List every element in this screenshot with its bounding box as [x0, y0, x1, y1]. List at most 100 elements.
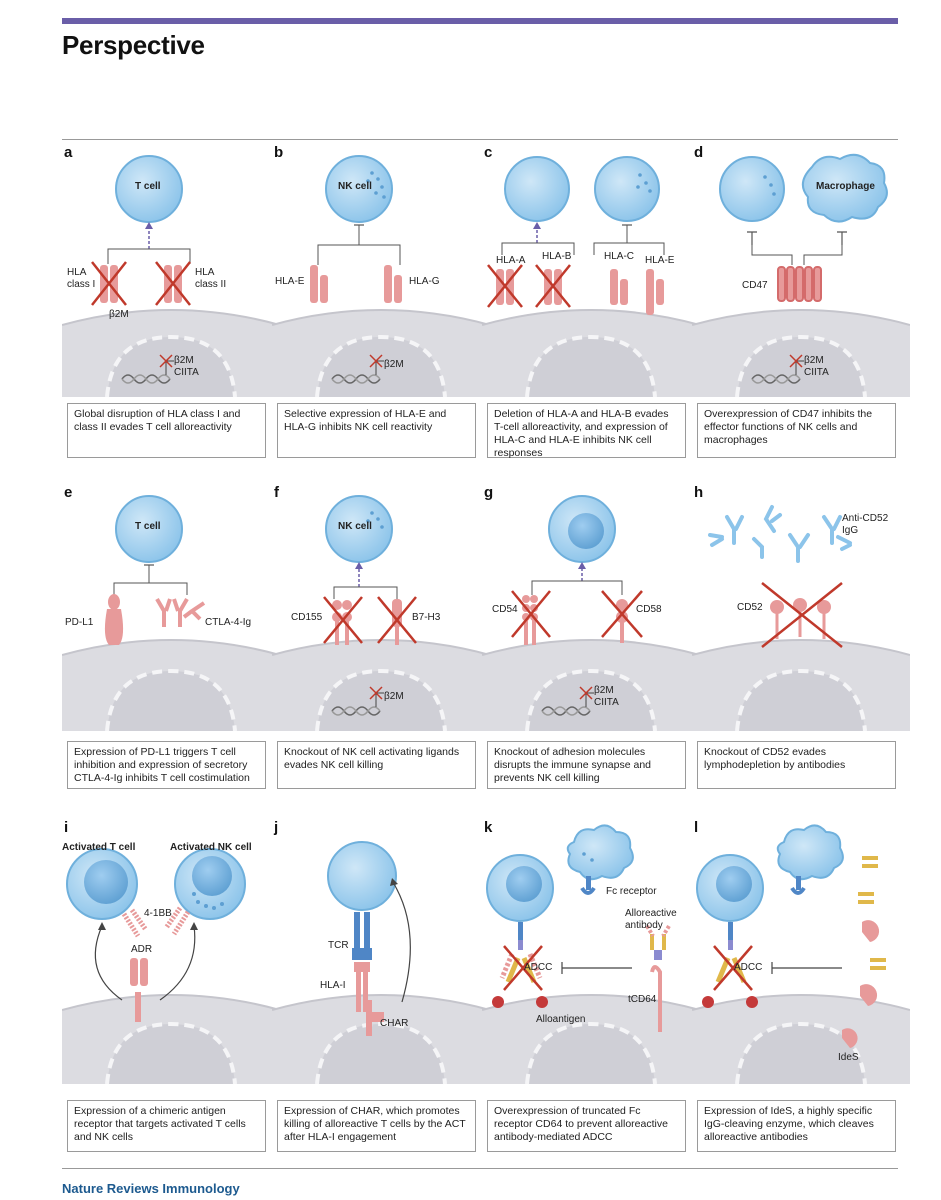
header-rule: [62, 18, 898, 24]
panel-g: g CD54 CD58 β2M CIITA Knockout of adhesi…: [482, 484, 700, 797]
alloreactive-label-2: antibody: [625, 920, 663, 931]
panel-i-figure: [62, 848, 280, 1085]
char-label: CHAR: [380, 1018, 409, 1029]
gene-ciita-label: CIITA: [804, 367, 829, 378]
adr-label: ADR: [131, 944, 153, 955]
tcd64-label: tCD64: [628, 994, 657, 1005]
panel-h-figure: [692, 505, 910, 732]
panel-caption: Global disruption of HLA class I and cla…: [67, 403, 266, 458]
footer-divider: [62, 1168, 898, 1169]
macrophage-label: Macrophage: [816, 181, 875, 192]
pd-l1-label: PD-L1: [65, 617, 94, 628]
hla-i-label: HLA-I: [320, 980, 346, 991]
panel-c: c HLA-A HLA-B HLA-C HLA-E Deletion of HL…: [482, 144, 700, 467]
section-title: Perspective: [62, 30, 205, 60]
panel-e: e T cell PD-L1 CTLA-4-Ig Expression of P…: [62, 484, 280, 797]
panel-letter: i: [64, 819, 69, 836]
alloantigen-label: Alloantigen: [536, 1014, 586, 1025]
panel-letter: l: [694, 819, 699, 836]
igg-label: IgG: [842, 525, 859, 536]
cell-label: NK cell: [338, 521, 372, 532]
hla-class1-label-b: class I: [67, 279, 96, 290]
panel-letter: a: [64, 144, 73, 161]
panel-caption: Overexpression of truncated Fc receptor …: [487, 1100, 686, 1152]
panel-letter: f: [274, 484, 279, 501]
panel-k: k Fc receptor Alloreactive antibody ADCC…: [482, 819, 700, 1162]
cell-label: NK cell: [338, 181, 372, 192]
cd52-label: CD52: [737, 602, 763, 613]
cd54-label: CD54: [492, 604, 518, 615]
hla-g-label: HLA-G: [409, 276, 440, 287]
panel-j-figure: [272, 841, 490, 1085]
panel-caption: Knockout of NK cell activating ligands e…: [277, 741, 476, 789]
fc-receptor-label: Fc receptor: [606, 886, 657, 897]
panel-letter: b: [274, 144, 284, 161]
cd58-label: CD58: [636, 604, 662, 615]
panel-caption: Knockout of adhesion molecules disrupts …: [487, 741, 686, 789]
4-1bb-label: 4-1BB: [144, 908, 172, 919]
hla-class2-label-b: class II: [195, 279, 227, 290]
panel-f-figure: [272, 495, 490, 732]
gene-b2m-label: β2M: [174, 355, 194, 366]
hla-b-label: HLA-B: [542, 251, 572, 262]
panel-d-figure: [692, 153, 910, 398]
panel-f: f NK cell CD155 B7-H3 β2M Knockout of NK…: [272, 484, 490, 797]
adcc-label: ADCC: [734, 962, 763, 973]
hla-e-label: HLA-E: [275, 276, 305, 287]
hla-a-label: HLA-A: [496, 255, 526, 266]
panel-letter: c: [484, 144, 493, 161]
cd47-label: CD47: [742, 280, 768, 291]
panel-g-figure: [482, 495, 700, 732]
cell-label: T cell: [135, 521, 161, 532]
activated-nk-cell-label: Activated NK cell: [170, 842, 252, 853]
gene-ciita-label: CIITA: [594, 697, 619, 708]
journal-name: Nature Reviews Immunology: [62, 1181, 240, 1196]
panel-letter: j: [274, 819, 279, 836]
panel-caption: Selective expression of HLA-E and HLA-G …: [277, 403, 476, 458]
activated-t-cell-label: Activated T cell: [62, 842, 136, 853]
hla-e-label: HLA-E: [645, 255, 675, 266]
alloreactive-label-1: Alloreactive: [625, 908, 677, 919]
hla-c-label: HLA-C: [604, 251, 635, 262]
panel-a: a T cell HLA class I HLA class II β2M β2…: [62, 144, 280, 467]
panel-d: d Macrophage CD47 β2M CIITA Overexpressi…: [692, 144, 910, 467]
panel-j: j TCR HLA-I CHAR Expression of CHAR, whi…: [272, 819, 490, 1162]
panel-caption: Expression of IdeS, a highly specific Ig…: [697, 1100, 896, 1152]
panel-l-figure: [692, 824, 910, 1085]
panel-letter: h: [694, 484, 704, 501]
panel-e-figure: [62, 495, 280, 732]
panel-i: i Activated T cell Activated NK cell 4-1…: [62, 819, 280, 1162]
panel-caption: Expression of PD-L1 triggers T cell inhi…: [67, 741, 266, 789]
header-divider: [62, 139, 898, 140]
panel-h: h Anti-CD52 IgG CD52 Knockout of CD52 ev…: [692, 484, 910, 797]
gene-b2m-label: β2M: [384, 691, 404, 702]
panel-b-figure: [272, 155, 490, 398]
gene-b2m-label: β2M: [594, 685, 614, 696]
panel-letter: g: [484, 484, 494, 501]
tcr-label: TCR: [328, 940, 349, 951]
panel-letter: e: [64, 484, 73, 501]
gene-b2m-label: β2M: [804, 355, 824, 366]
panel-c-figure: [482, 156, 700, 398]
adcc-label: ADCC: [524, 962, 553, 973]
gene-b2m-label: β2M: [384, 359, 404, 370]
panel-letter: k: [484, 819, 493, 836]
panel-l: l ADCC IdeS Expression of IdeS, a highly…: [692, 819, 910, 1162]
panel-caption: Knockout of CD52 evades lymphodepletion …: [697, 741, 896, 789]
gene-ciita-label: CIITA: [174, 367, 199, 378]
b2m-label: β2M: [109, 309, 129, 320]
panel-caption: Overexpression of CD47 inhibits the effe…: [697, 403, 896, 458]
hla-class1-label-a: HLA: [67, 267, 87, 278]
b7h3-label: B7-H3: [412, 612, 441, 623]
panel-caption: Expression of CHAR, which promotes killi…: [277, 1100, 476, 1152]
panel-k-figure: [482, 824, 700, 1085]
hla-class2-label-a: HLA: [195, 267, 215, 278]
panel-a-figure: [62, 155, 280, 398]
panel-caption: Expression of a chimeric antigen recepto…: [67, 1100, 266, 1152]
panel-letter: d: [694, 144, 704, 161]
panel-b: b NK cell HLA-E HLA-G β2M Selective expr…: [272, 144, 490, 467]
cell-label: T cell: [135, 181, 161, 192]
anti-cd52-label: Anti-CD52: [842, 513, 889, 524]
cd155-label: CD155: [291, 612, 323, 623]
panel-caption: Deletion of HLA-A and HLA-B evades T-cel…: [487, 403, 686, 459]
